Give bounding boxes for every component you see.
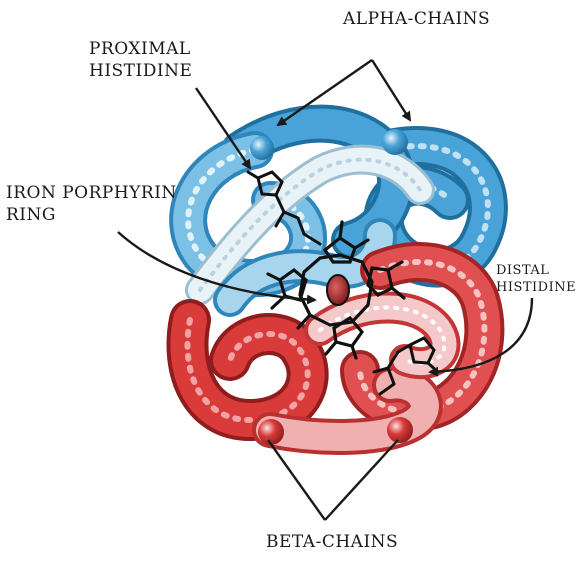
alpha-arrow-right <box>372 60 410 120</box>
beta-chain-end <box>258 419 284 445</box>
alpha-chains-label: ALPHA-CHAINS <box>343 8 490 30</box>
iron-porphyrin-label-line2: RING <box>6 204 56 226</box>
alpha-chain-end <box>382 129 408 155</box>
beta-chain-end <box>387 417 413 443</box>
proximal-histidine-label-line2: HISTIDINE <box>89 60 192 82</box>
iron-atom <box>327 275 349 305</box>
distal-histidine-label-line2: HISTIDINE <box>496 279 576 296</box>
proximal-histidine-label-line1: PROXIMAL <box>89 38 191 60</box>
alpha-chain-end <box>250 136 274 160</box>
beta-chains-label: BETA-CHAINS <box>266 531 398 553</box>
distal-histidine-label-line1: DISTAL <box>496 262 549 279</box>
iron-porphyrin-label-line1: IRON PORPHYRIN <box>6 182 177 204</box>
